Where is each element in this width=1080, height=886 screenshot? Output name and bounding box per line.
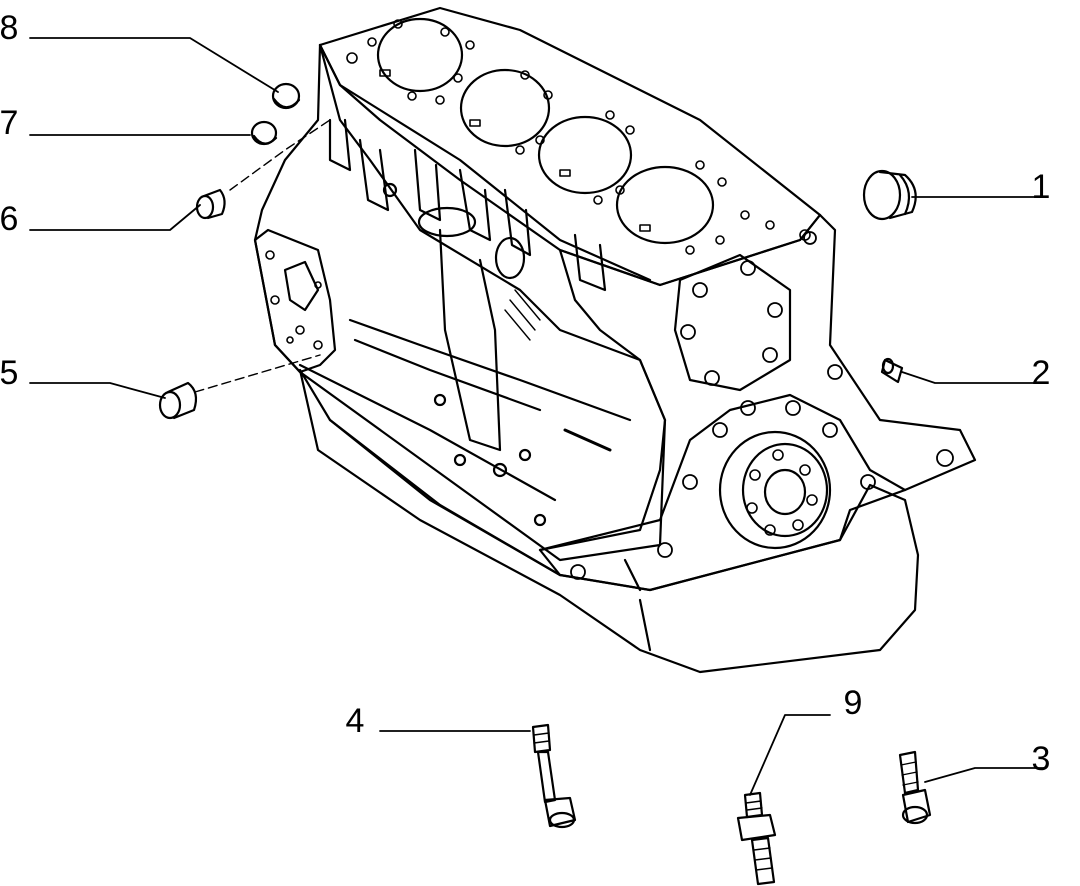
- part-1-plug: [862, 169, 917, 221]
- callout-7: 7: [0, 104, 19, 142]
- callout-9: 9: [843, 684, 863, 722]
- block-end-face: [253, 228, 337, 374]
- part-2-dowel: [880, 357, 904, 384]
- callout-3: 3: [1031, 740, 1051, 778]
- part-4-bolt: [531, 723, 577, 829]
- cylinder-bore-3: [537, 115, 633, 195]
- part-8-cap: [271, 82, 301, 110]
- callout-5: 5: [0, 354, 19, 392]
- cylinder-bore-4: [615, 165, 715, 245]
- leader-3: [924, 767, 1046, 783]
- crank-pulley: [718, 430, 832, 550]
- callout-8: 8: [0, 9, 19, 47]
- cover-plate: [673, 253, 792, 392]
- leader-5: [29, 382, 166, 399]
- cylinder-bore-2: [459, 68, 551, 148]
- leader-8: [29, 37, 279, 93]
- callout-6: 6: [0, 200, 19, 238]
- oil-pan: [298, 368, 920, 674]
- part-9-stud: [736, 791, 777, 886]
- deck-holes: [346, 19, 811, 255]
- part-7-cap: [250, 120, 278, 146]
- callout-4: 4: [345, 702, 365, 740]
- part-5-bushing: [158, 381, 198, 420]
- block-left-side: [253, 43, 667, 562]
- leader-6: [29, 204, 201, 231]
- cylinder-bore-1: [376, 17, 464, 93]
- block-front-face: [538, 213, 977, 592]
- callout-1: 1: [1031, 168, 1051, 206]
- part-3-bolt: [898, 750, 932, 825]
- engine-block: [253, 6, 977, 674]
- part-6-bushing: [195, 188, 226, 220]
- leader-lines: [29, 37, 1046, 796]
- callout-2: 2: [1031, 354, 1051, 392]
- leader-9: [749, 714, 831, 796]
- leader-2: [901, 371, 1046, 384]
